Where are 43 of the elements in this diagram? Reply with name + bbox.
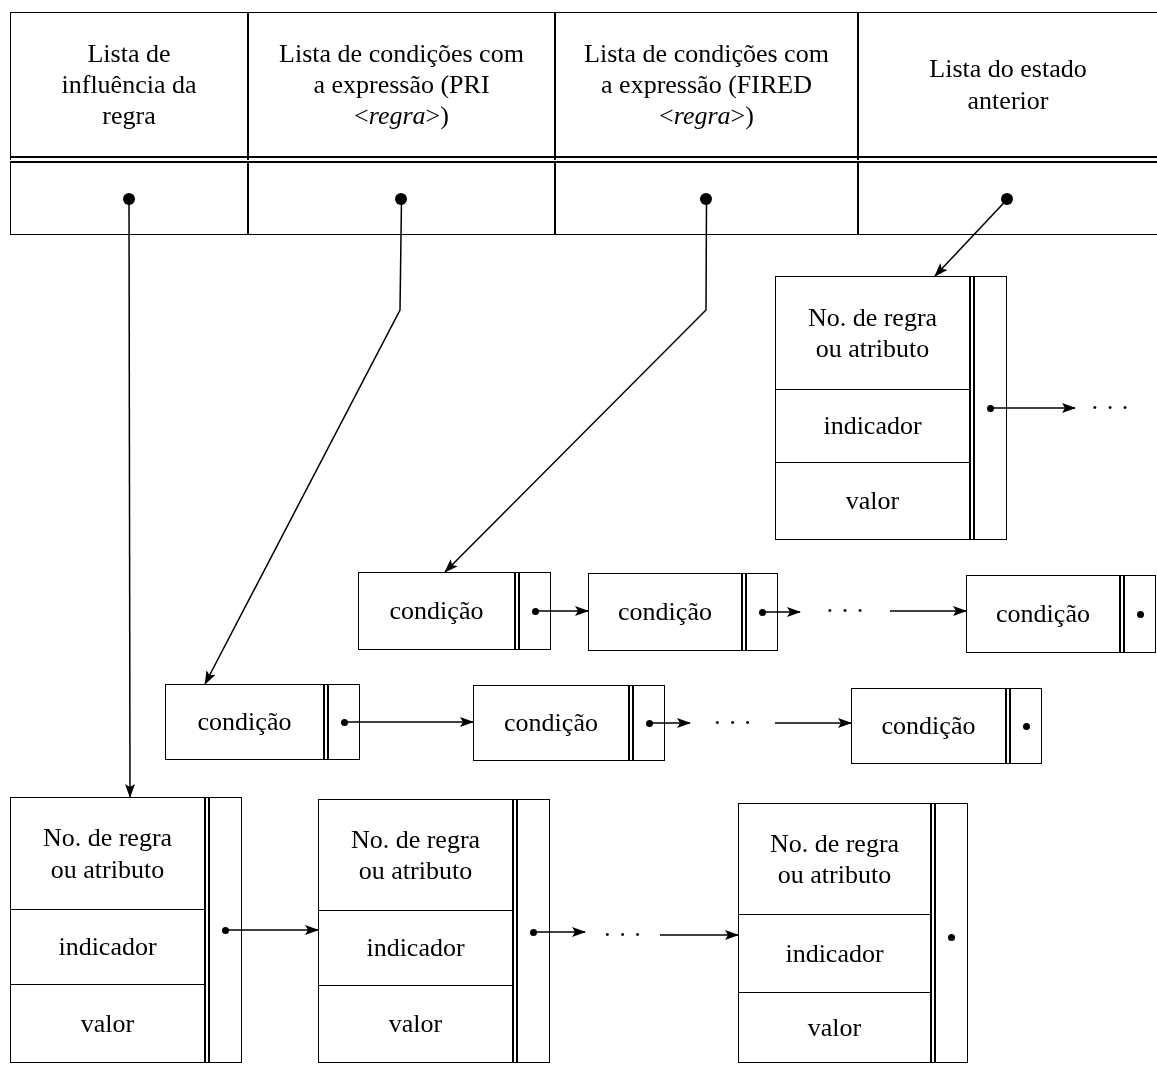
arrow [659,930,739,940]
condition-box [966,575,1156,653]
pointer-cell [248,163,555,235]
record-field: indicador [739,915,930,993]
arrow [535,606,589,616]
condition-box [358,572,551,650]
record-field: valor [11,984,204,1062]
record-box [738,803,968,1063]
condition-text: condição [196,706,293,738]
record-field: valor [739,992,930,1062]
record-field: No. de regra ou atributo [11,798,204,911]
header-text: Lista de condições com a expressão (FIRED <regra>) [583,37,830,132]
pointer-cell [858,163,1157,235]
record-box [318,799,550,1063]
condition-box [473,685,665,761]
condition-box [588,573,778,651]
record-field: No. de regra ou atributo [776,277,969,391]
record-box [775,276,1007,540]
arrow [344,717,474,727]
condition-text: condição [503,707,599,739]
record-field: indicador [11,910,204,985]
condition-text: condição [880,710,977,742]
pointer-cell [555,163,858,235]
record-field: No. de regra ou atributo [319,800,512,912]
condition-box [165,684,360,760]
condition-text: condição [995,598,1091,630]
condition-text: condição [388,595,485,627]
header-text: Lista do estado anterior [928,53,1088,116]
record-field: indicador [776,390,969,463]
record-field: valor [776,462,969,539]
arrow [774,718,852,728]
record-field: valor [319,985,512,1062]
pointer-cell [10,163,248,235]
arrow [649,718,691,728]
record-box [10,797,242,1063]
header-text: Lista de influência da regra [60,37,198,132]
header-text: Lista de condições com a expressão (PRI <regra>) [278,37,525,132]
arrow [762,607,801,617]
arrow [889,606,967,616]
record-field: No. de regra ou atributo [739,804,930,916]
condition-box [851,688,1042,764]
condition-text: condição [617,596,713,628]
record-field: indicador [319,911,512,986]
